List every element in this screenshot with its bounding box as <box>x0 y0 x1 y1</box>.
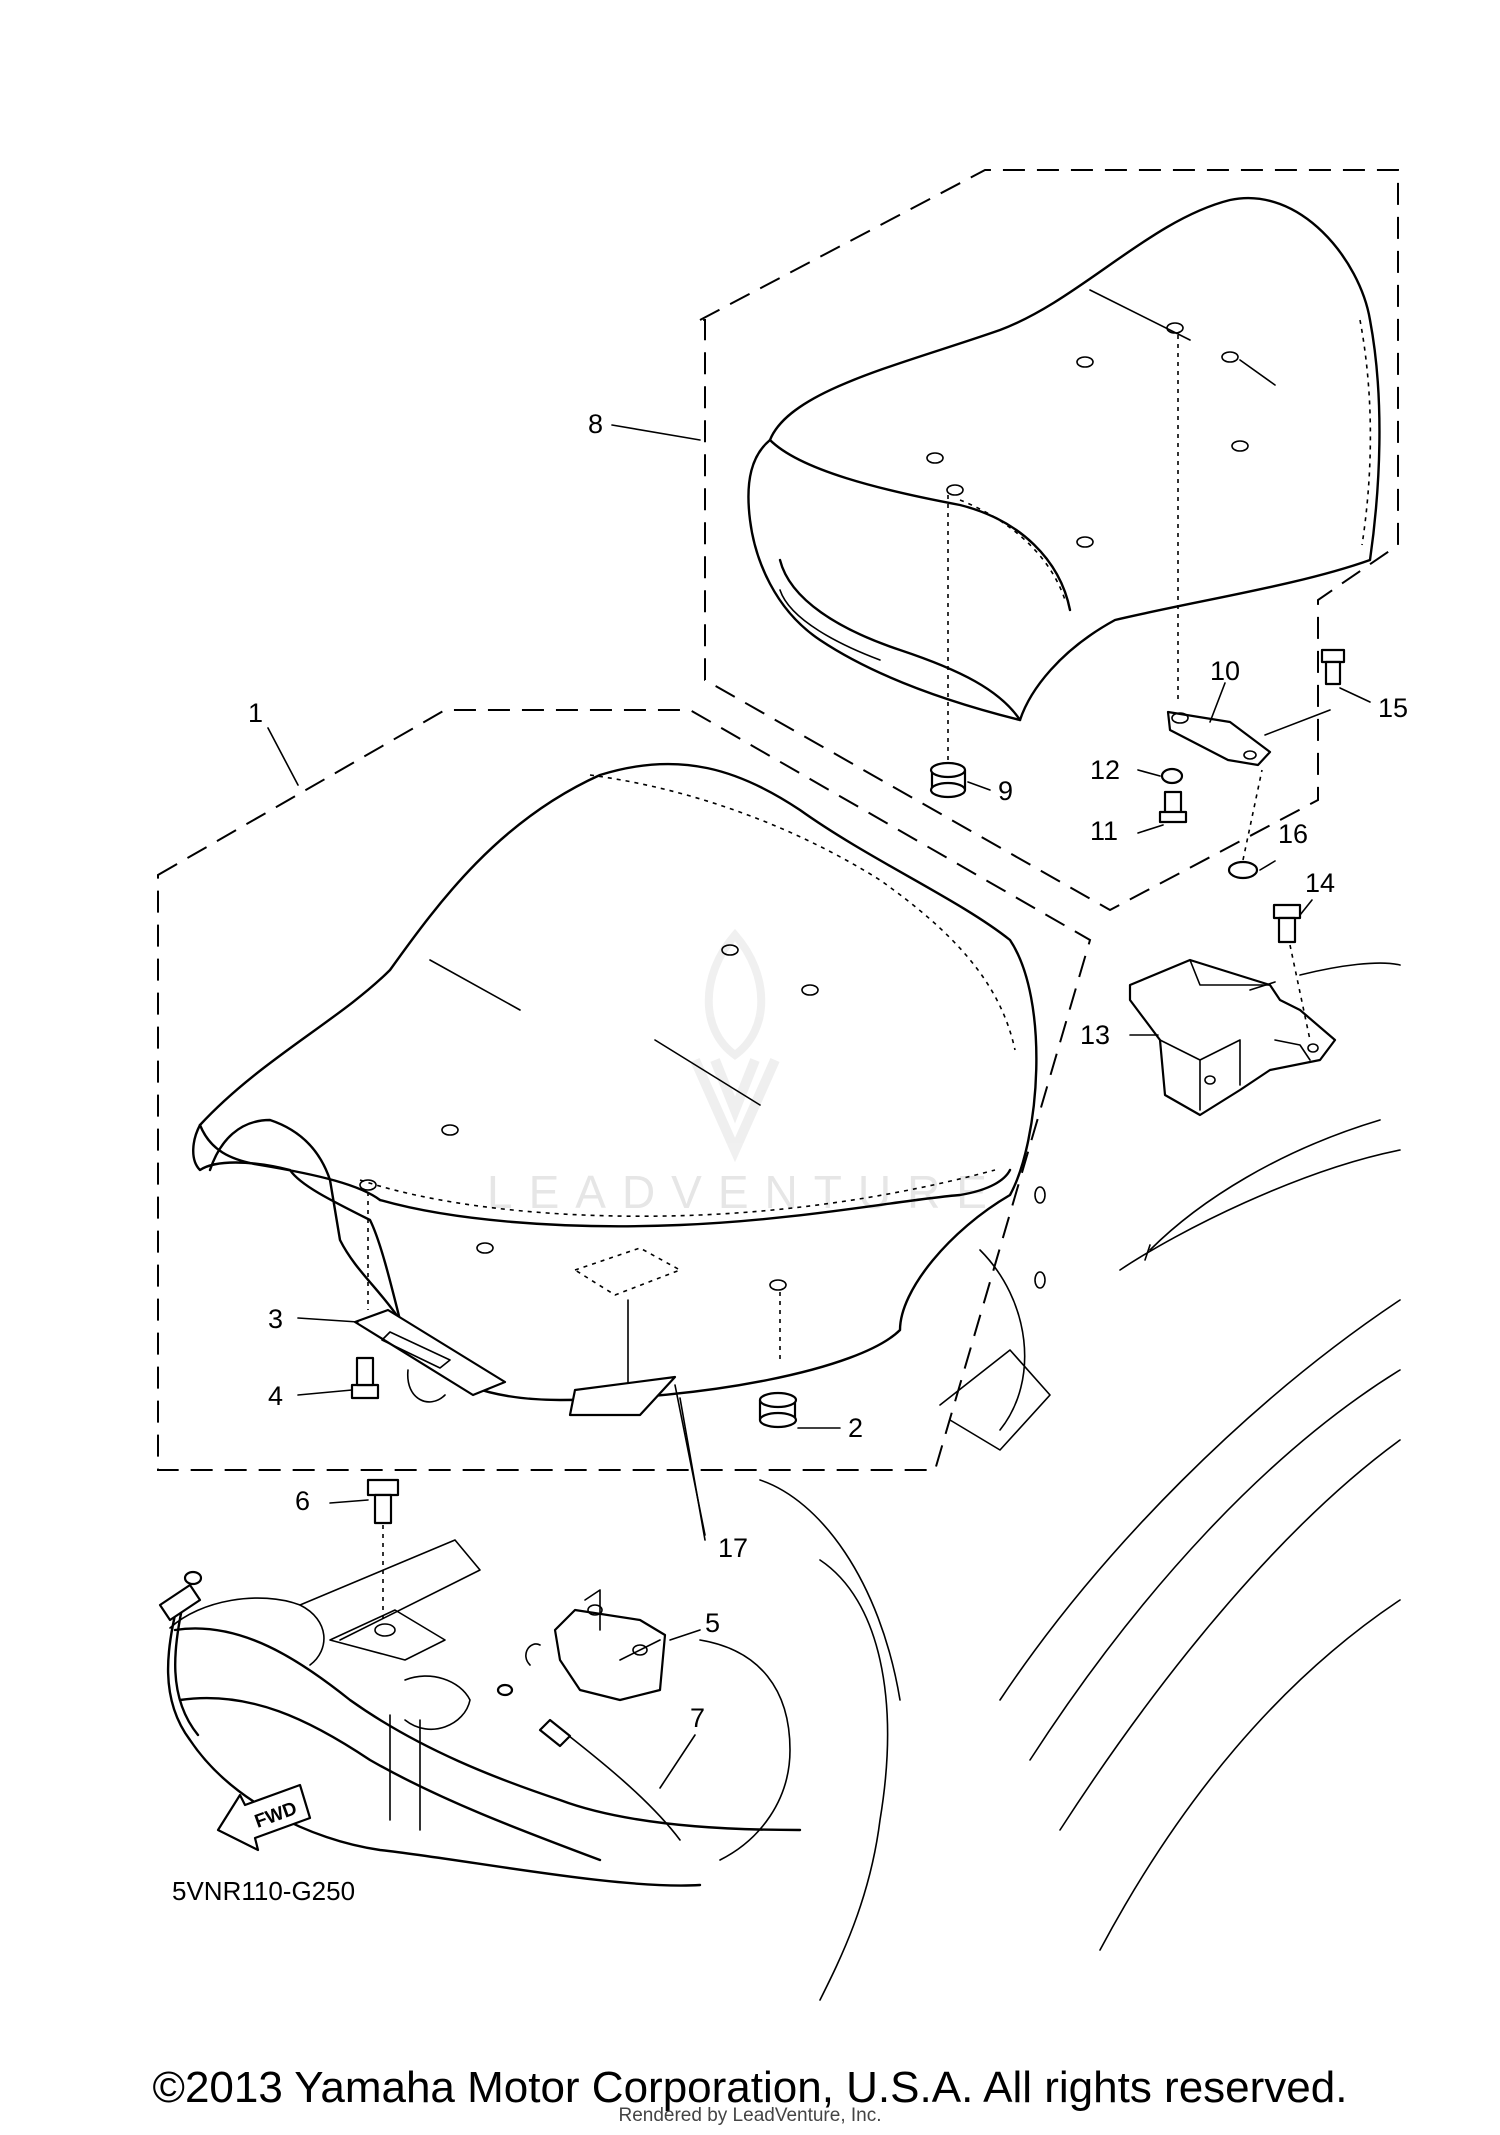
fwd-arrow-icon <box>216 1783 312 1852</box>
callout-8: 8 <box>588 409 603 439</box>
bolt-4 <box>350 1356 380 1400</box>
callout-15: 15 <box>1378 693 1408 723</box>
callout-7: 7 <box>690 1703 705 1733</box>
damper-2 <box>758 1391 798 1429</box>
copyright-notice: ©2013 Yamaha Motor Corporation, U.S.A. A… <box>152 2063 1348 2112</box>
callout-16: 16 <box>1278 819 1308 849</box>
leader-lines <box>267 424 1371 1789</box>
washer-16 <box>1227 769 1263 880</box>
callout-5: 5 <box>705 1608 720 1638</box>
bolt-14 <box>1272 903 1302 944</box>
bolt-11 <box>1158 790 1188 824</box>
front-seat-group <box>157 709 1092 1471</box>
callout-11: 11 <box>1090 816 1118 846</box>
frame-and-lock-area <box>169 962 1401 2001</box>
seat-lock-5 <box>525 1589 667 1702</box>
callout-6: 6 <box>295 1486 310 1516</box>
callout-13: 13 <box>1080 1020 1110 1050</box>
diagram-code: 5VNR110-G250 <box>172 1876 355 1906</box>
callout-2: 2 <box>848 1413 863 1443</box>
washer-12 <box>1160 767 1184 785</box>
plate-3 <box>353 1308 507 1403</box>
callout-12: 12 <box>1090 755 1120 785</box>
rendered-by-credit: Rendered by LeadVenture, Inc. <box>618 2105 882 2126</box>
callout-17: 17 <box>718 1533 748 1563</box>
bracket-13 <box>1128 944 1337 1117</box>
bracket-10 <box>1166 709 1331 767</box>
label-17 <box>568 1375 677 1417</box>
callout-1: 1 <box>248 698 263 728</box>
callout-3: 3 <box>268 1304 283 1334</box>
callout-9: 9 <box>998 776 1013 806</box>
rear-seat-group <box>699 169 1399 912</box>
bolt-6 <box>366 1478 400 1620</box>
callout-4: 4 <box>268 1381 283 1411</box>
bolt-15 <box>1320 648 1346 686</box>
watermark-logo <box>690 928 780 1163</box>
rear-seat-damper-9 <box>929 761 967 799</box>
callout-10: 10 <box>1210 656 1240 686</box>
callout-14: 14 <box>1305 868 1335 898</box>
cable-7 <box>158 1570 702 1887</box>
watermark-text: LEADVENTURE <box>487 1166 1003 1218</box>
